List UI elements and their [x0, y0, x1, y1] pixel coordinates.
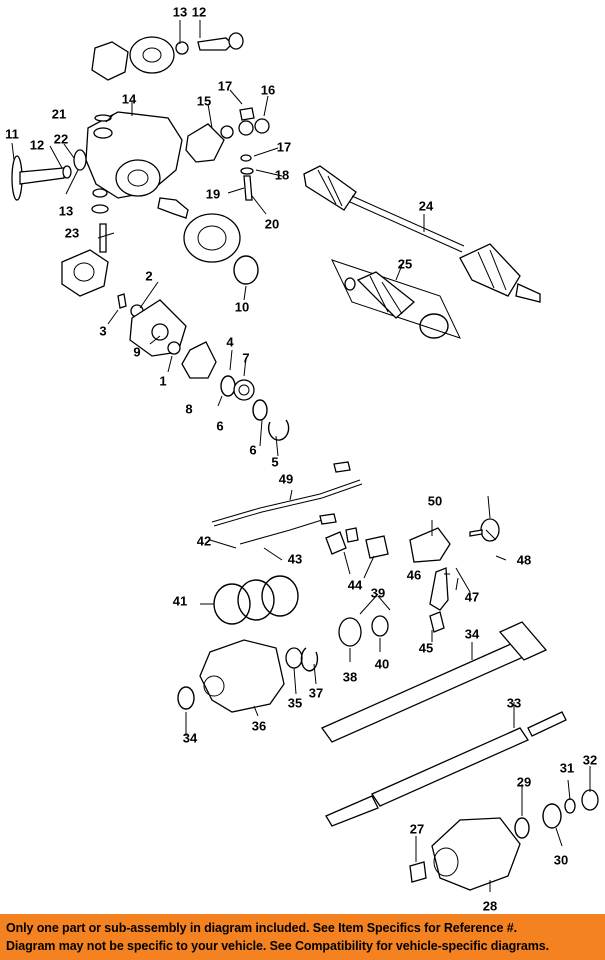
- callout-46: 47: [464, 589, 480, 605]
- callout-13-top: 13: [172, 4, 188, 20]
- callout-40: 41: [172, 593, 188, 609]
- callout-4: 4: [226, 334, 234, 350]
- extension-housing: [409, 789, 599, 891]
- callout-36: 37: [308, 685, 324, 701]
- callout-48: 49: [278, 471, 294, 487]
- ring-gear-parts: [157, 107, 270, 219]
- callout-45: 46: [406, 567, 422, 583]
- callout-29: 30: [553, 852, 569, 868]
- seal-set: [213, 575, 299, 625]
- callout-32: 33: [506, 695, 522, 711]
- callout-6-a: 6: [216, 418, 224, 434]
- callout-34-right: 35: [287, 695, 303, 711]
- callout-18: 18: [274, 167, 290, 183]
- callout-28: 29: [516, 774, 532, 790]
- callout-24: 24: [418, 198, 434, 214]
- exploded-parts-diagram: [11, 20, 599, 892]
- callout-1: 1: [159, 373, 167, 389]
- callout-14: 14: [121, 91, 137, 107]
- callout-20: 20: [264, 216, 280, 232]
- callout-30: 31: [559, 760, 575, 776]
- callout-16: 16: [260, 82, 276, 98]
- pinion-gear-top: [91, 32, 244, 81]
- callout-27: 28: [482, 898, 498, 914]
- callout-12-left: 12: [29, 137, 45, 153]
- ring-gear: [183, 213, 259, 285]
- callout-2: 2: [145, 268, 153, 284]
- callout-47: 48: [516, 552, 532, 568]
- callout-39: 40: [374, 656, 390, 672]
- callout-17-top: 17: [217, 78, 233, 94]
- callout-21: 21: [51, 106, 67, 122]
- disclaimer-banner: Only one part or sub-assembly in diagram…: [0, 914, 605, 960]
- propeller-shaft: [325, 711, 567, 827]
- callout-35: 36: [251, 718, 267, 734]
- wiring-harness: [211, 461, 363, 545]
- vent-part: [469, 518, 500, 542]
- callout-22: 22: [53, 131, 69, 147]
- callout-17-mid: 17: [276, 139, 292, 155]
- callout-15: 15: [196, 93, 212, 109]
- callout-10: 10: [234, 299, 250, 315]
- bearing-assembly: [338, 615, 389, 647]
- boot-kit: [331, 259, 461, 339]
- callout-41: 42: [196, 533, 212, 549]
- callout-37: 38: [342, 669, 358, 685]
- callout-26: 27: [409, 821, 425, 837]
- callout-7: 7: [242, 350, 250, 366]
- callout-5: 5: [271, 454, 279, 470]
- callout-23: 23: [64, 225, 80, 241]
- callout-34-left: 34: [182, 730, 198, 746]
- differential-housing: [85, 111, 183, 214]
- callout-19: 19: [205, 186, 221, 202]
- callout-33: 34: [464, 626, 480, 642]
- disclaimer-line-2: Diagram may not be specific to your vehi…: [6, 939, 549, 953]
- callout-11: 11: [5, 126, 19, 142]
- callout-13-left: 13: [58, 203, 74, 219]
- callout-6-b: 6: [249, 442, 257, 458]
- leader-lines: [11, 20, 591, 892]
- sensor-group: [325, 527, 389, 559]
- callout-9: 9: [133, 344, 141, 360]
- differential-carrier: [61, 223, 109, 297]
- callout-49: 50: [427, 493, 443, 509]
- left-output-shaft: [11, 149, 87, 201]
- pinion-bearings: [117, 293, 290, 441]
- disclaimer-line-1: Only one part or sub-assembly in diagram…: [6, 921, 518, 935]
- callout-38: 39: [370, 585, 386, 601]
- drive-shaft-tube: [321, 621, 548, 743]
- callout-31: 32: [582, 752, 598, 768]
- cv-axle-shaft: [303, 165, 541, 303]
- transfer-case: [177, 639, 319, 713]
- callout-43: 44: [347, 577, 363, 593]
- callout-25: 25: [397, 256, 413, 272]
- callout-42: 43: [287, 551, 303, 567]
- callout-3: 3: [99, 323, 107, 339]
- callout-12-top: 12: [191, 4, 207, 20]
- transmission-mount: [409, 527, 451, 563]
- callout-44: 45: [418, 640, 434, 656]
- shift-bracket: [429, 567, 471, 633]
- callout-8: 8: [185, 401, 193, 417]
